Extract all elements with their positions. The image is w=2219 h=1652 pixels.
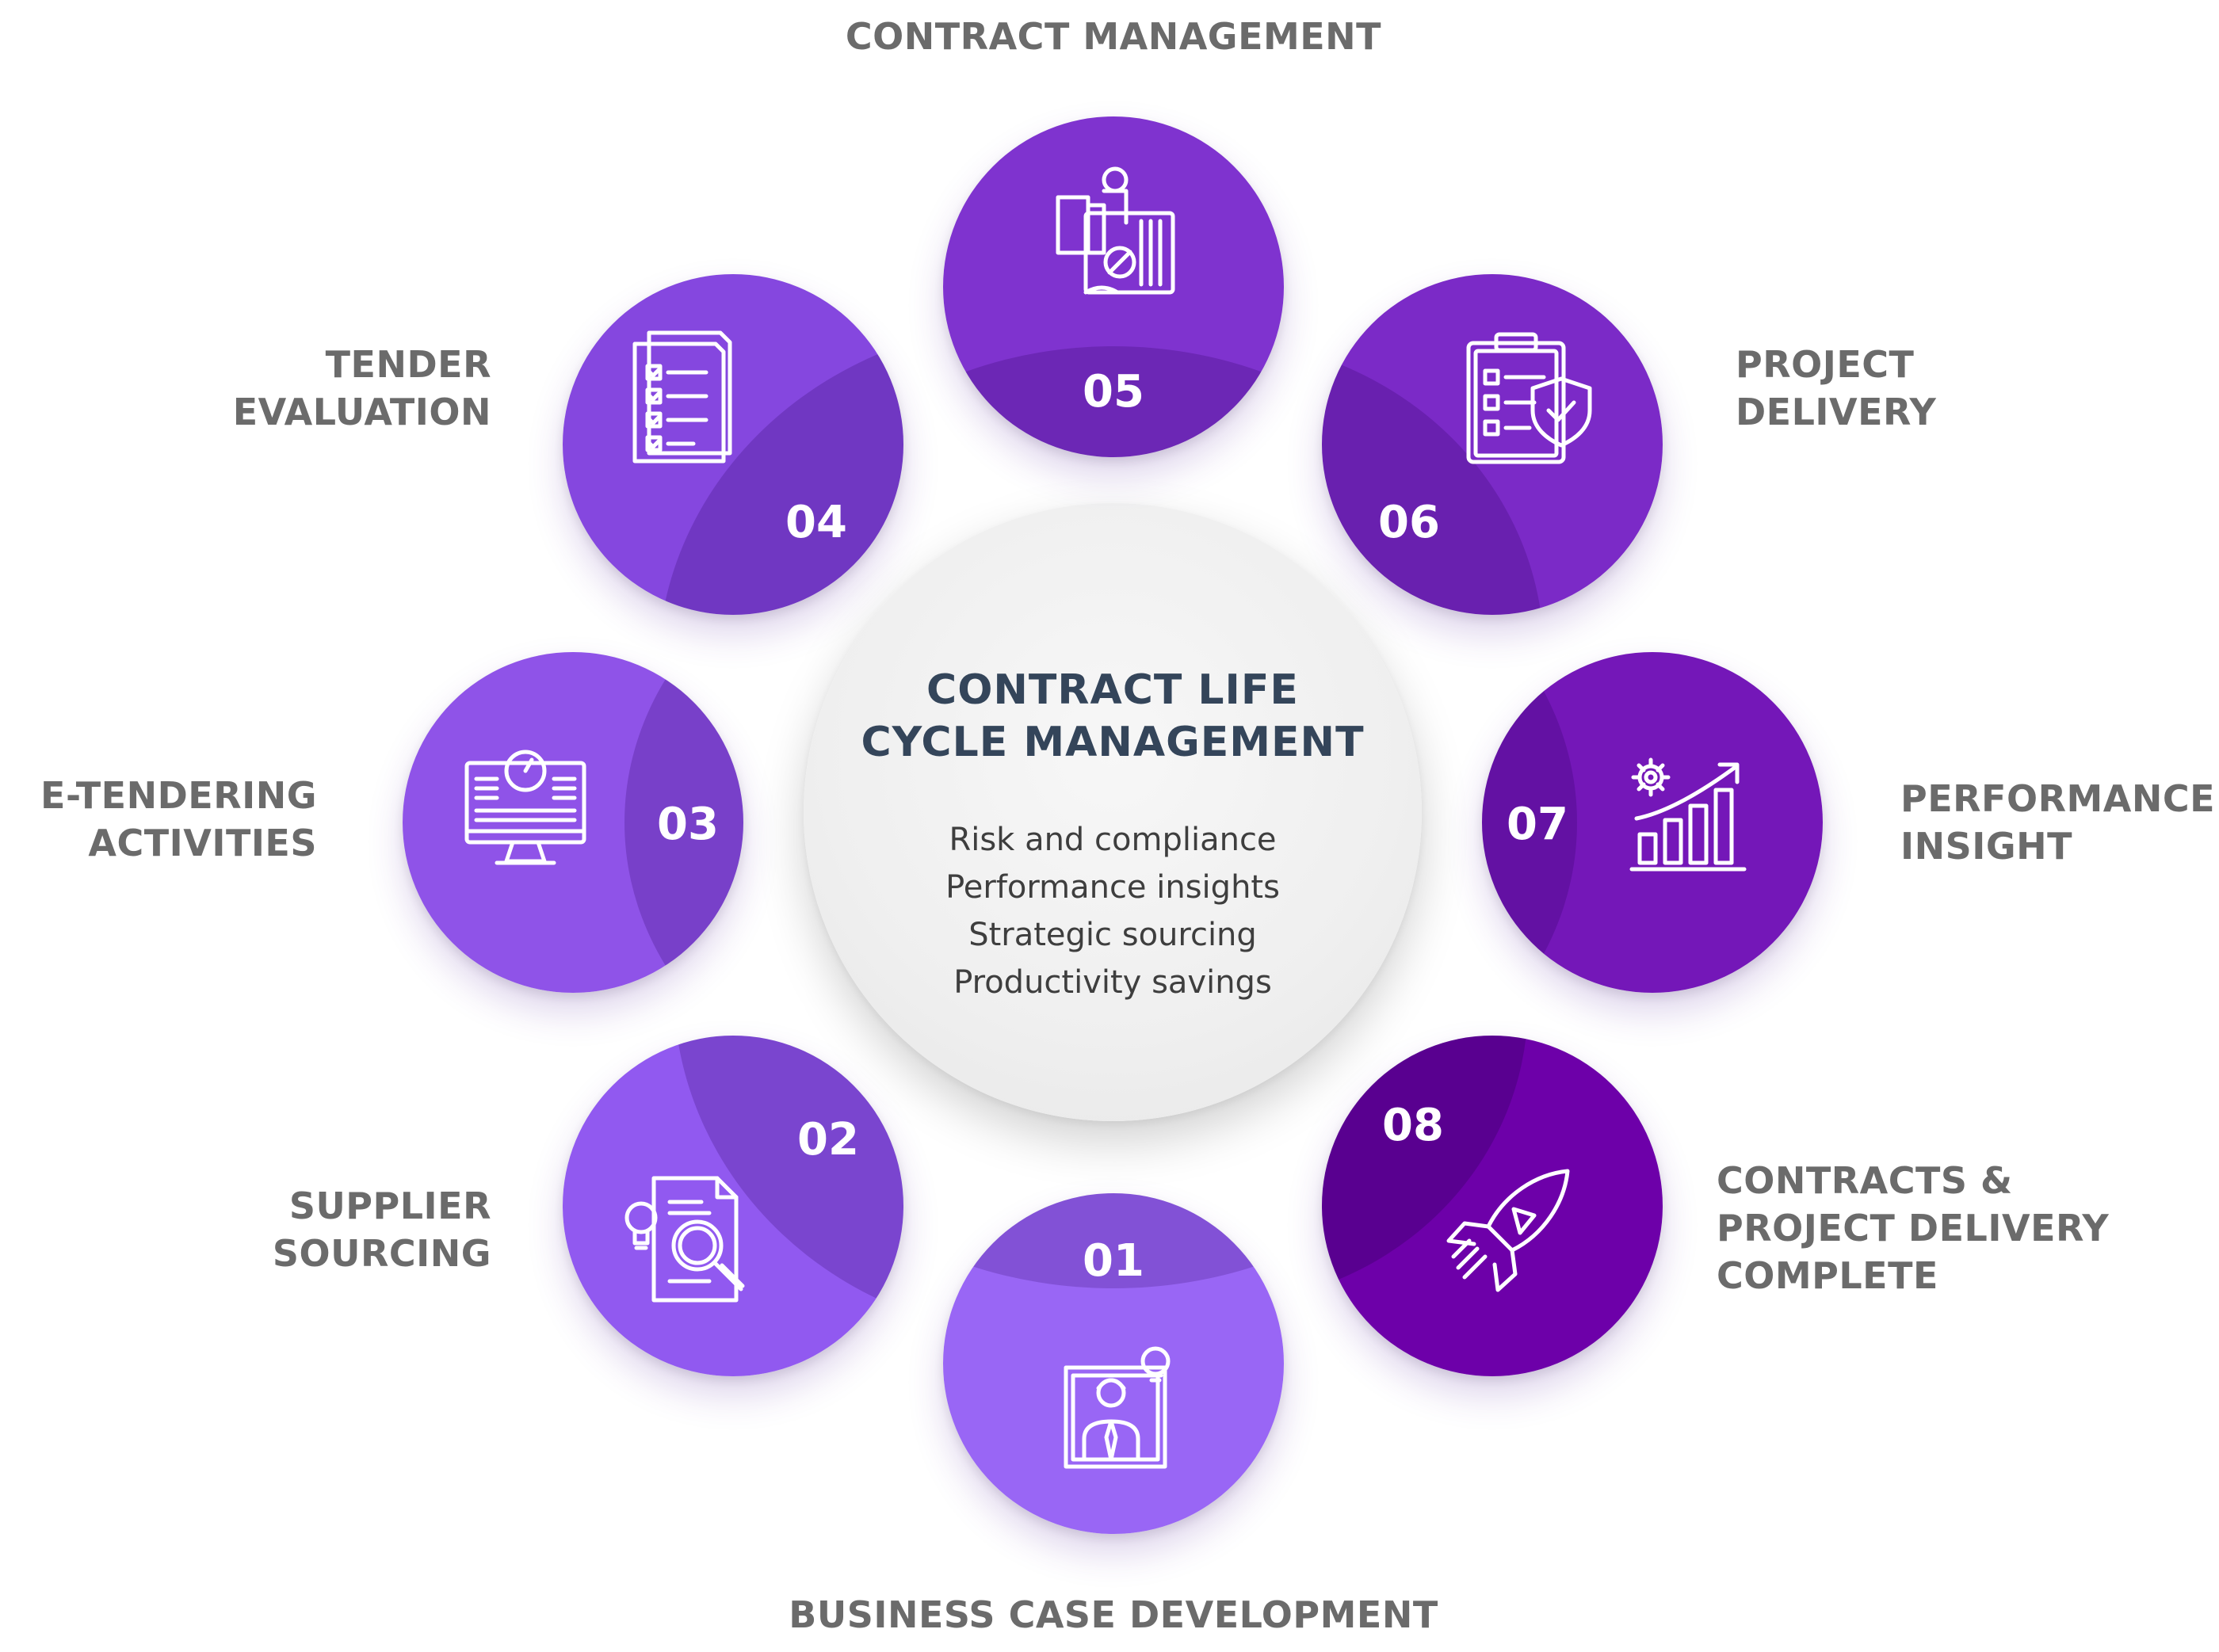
- hub-benefit-item: Strategic sourcing: [968, 917, 1257, 953]
- step-08-shade: [1322, 1036, 1663, 1376]
- central-hub: [804, 503, 1422, 1121]
- step-08-label-line: CONTRACTS &: [1717, 1159, 2013, 1202]
- document-search-idea-icon: [624, 1176, 745, 1303]
- step-07-shade: [1482, 652, 1823, 993]
- step-01-label-line: BUSINESS CASE DEVELOPMENT: [789, 1593, 1438, 1636]
- step-03-circle: 03: [403, 652, 743, 993]
- step-01-label: BUSINESS CASE DEVELOPMENT: [745, 1591, 1482, 1639]
- step-02-label: SUPPLIER SOURCING: [206, 1182, 491, 1277]
- step-02-label-line: SOURCING: [272, 1232, 491, 1275]
- step-06-label-line: PROJECT: [1736, 343, 1915, 386]
- contract-signing-icon: [1056, 166, 1175, 295]
- step-08-label-line: COMPLETE: [1717, 1254, 1938, 1297]
- step-08-label: CONTRACTS & PROJECT DELIVERY COMPLETE: [1717, 1157, 2109, 1299]
- step-05-shade: [943, 116, 1284, 457]
- clipboard-shield-icon: [1466, 332, 1592, 464]
- rocket-launch-icon: [1446, 1169, 1570, 1292]
- step-04-label: TENDER EVALUATION: [206, 341, 491, 436]
- step-08-number: 08: [1382, 1100, 1444, 1151]
- step-03-label-line: ACTIVITIES: [88, 822, 317, 864]
- step-01-circle: 01: [943, 1193, 1284, 1534]
- step-03-label-line: E-TENDERING: [40, 774, 317, 817]
- hub-benefit-list: Risk and compliance Performance insights…: [824, 816, 1401, 1006]
- checklist-documents-icon: [632, 330, 732, 464]
- step-02-number: 02: [797, 1114, 859, 1166]
- step-05-circle: 05: [943, 116, 1284, 457]
- hub-title: CONTRACT LIFE CYCLE MANAGEMENT: [824, 664, 1401, 769]
- step-07-label-line: INSIGHT: [1900, 825, 2072, 868]
- step-05-label-line: CONTRACT MANAGEMENT: [845, 15, 1382, 58]
- step-01-number: 01: [1083, 1235, 1144, 1287]
- hub-benefit-item: Risk and compliance: [949, 822, 1277, 858]
- step-02-circle: 02: [563, 1036, 903, 1376]
- hub-benefit-item: Performance insights: [945, 869, 1280, 906]
- hub-title-line-1: CONTRACT LIFE: [926, 666, 1299, 714]
- step-06-shade: [1322, 274, 1663, 615]
- step-05-label: CONTRACT MANAGEMENT: [824, 13, 1403, 60]
- step-02-shade: [563, 1036, 903, 1376]
- step-03-number: 03: [657, 799, 719, 850]
- step-02-label-line: SUPPLIER: [288, 1185, 491, 1227]
- step-04-label-line: TENDER: [325, 343, 491, 386]
- step-07-circle: 07: [1482, 652, 1823, 993]
- step-03-label: E-TENDERING ACTIVITIES: [32, 772, 317, 867]
- step-01-shade: [943, 1193, 1284, 1534]
- growth-chart-gear-icon: [1629, 757, 1747, 872]
- hub-title-line-2: CYCLE MANAGEMENT: [861, 719, 1365, 766]
- step-08-circle: 08: [1322, 1036, 1663, 1376]
- step-07-label: PERFORMANCE INSIGHT: [1900, 775, 2215, 870]
- step-04-number: 04: [785, 497, 847, 548]
- step-07-label-line: PERFORMANCE: [1900, 777, 2216, 820]
- step-04-label-line: EVALUATION: [232, 391, 491, 433]
- monitor-dashboard-icon: [464, 750, 586, 865]
- step-06-number: 06: [1378, 497, 1440, 548]
- step-08-label-line: PROJECT DELIVERY: [1717, 1207, 2110, 1249]
- step-06-label: PROJECT DELIVERY: [1736, 341, 1936, 436]
- step-06-circle: 06: [1322, 274, 1663, 615]
- step-07-number: 07: [1507, 799, 1568, 850]
- hub-benefit-item: Productivity savings: [953, 964, 1272, 1001]
- step-03-shade: [403, 652, 743, 993]
- step-05-number: 05: [1083, 366, 1144, 418]
- step-06-label-line: DELIVERY: [1736, 391, 1937, 433]
- businessman-idea-icon: [1064, 1346, 1171, 1469]
- step-04-circle: 04: [563, 274, 903, 615]
